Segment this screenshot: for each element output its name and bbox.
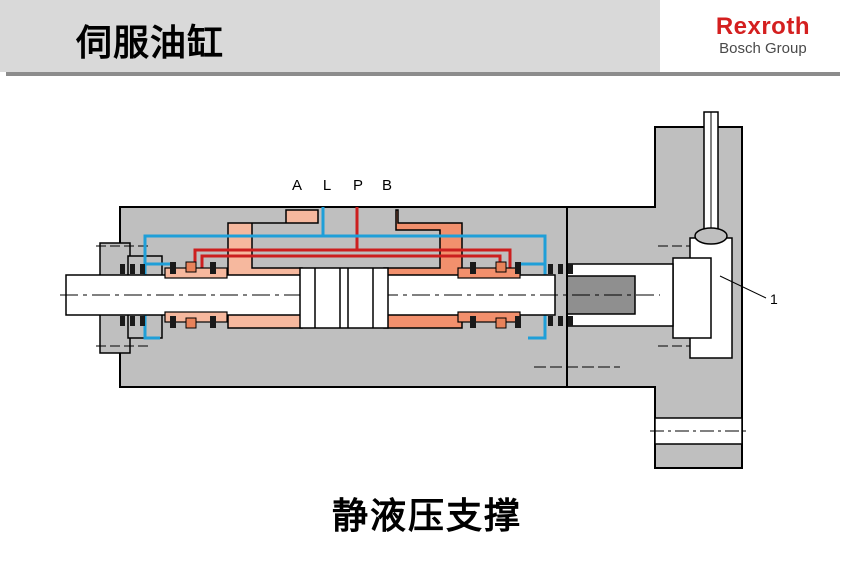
header-divider — [6, 72, 840, 76]
right-hydrostatic-bearing-bottom — [457, 311, 521, 323]
callout-label-1: 1 — [770, 291, 778, 307]
port-label-b: B — [382, 177, 392, 194]
logo-name: Rexroth — [715, 13, 810, 40]
mounting-block — [544, 111, 748, 469]
diagram-caption: 静液压支撑 — [331, 496, 522, 537]
brand-logo: Rexroth Bosch Group — [716, 14, 810, 58]
callout-leader-line — [719, 275, 767, 299]
piston — [299, 267, 389, 329]
port-label-p: P — [353, 177, 363, 194]
sensor-head — [672, 257, 712, 339]
seal-elements — [185, 261, 507, 329]
sensor-cap — [694, 227, 728, 245]
port-label-l: L — [323, 177, 331, 194]
page-title: 伺服油缸 — [76, 23, 225, 64]
logo-subtitle: Bosch Group — [719, 40, 807, 57]
port-label-a: A — [292, 177, 302, 194]
seal-rings — [120, 262, 573, 328]
header-band — [0, 0, 660, 72]
right-hydrostatic-bearing-top — [457, 267, 521, 279]
